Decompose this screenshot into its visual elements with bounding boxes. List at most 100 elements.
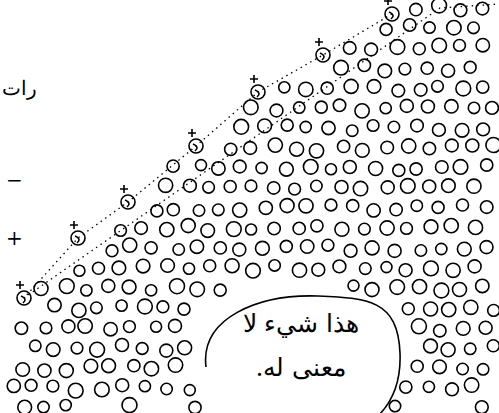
particle [311, 180, 322, 191]
particle [30, 340, 41, 351]
particle [38, 364, 51, 377]
particle [301, 240, 314, 253]
particle [269, 260, 280, 271]
particle [59, 364, 73, 378]
particle [333, 99, 345, 111]
particle [122, 398, 137, 413]
particle [178, 303, 190, 315]
particle [401, 223, 413, 235]
particle [385, 7, 399, 21]
particle [367, 204, 380, 217]
particle [365, 241, 379, 255]
particle [280, 199, 294, 213]
particle [259, 201, 272, 214]
particle [355, 104, 369, 118]
particle [173, 244, 184, 255]
particle [256, 162, 267, 173]
particle [62, 320, 75, 333]
particle [299, 82, 313, 96]
charged-particle [315, 38, 330, 62]
particle [477, 364, 488, 375]
plus-sign [120, 185, 128, 193]
charged-particle [384, 0, 399, 21]
particle [389, 400, 400, 411]
particle [446, 263, 460, 277]
particle [189, 401, 201, 413]
plus-sign [250, 75, 258, 83]
particle [480, 241, 493, 254]
particle [116, 379, 129, 392]
particle [25, 379, 37, 391]
particle [138, 299, 153, 314]
particle [447, 21, 461, 35]
particle [358, 59, 370, 71]
plus-sign [315, 38, 323, 46]
particle [59, 279, 74, 294]
particle [343, 161, 356, 174]
particle [234, 119, 249, 134]
particle [381, 262, 392, 273]
particle [184, 385, 195, 396]
particle [334, 60, 349, 75]
particle [424, 261, 439, 276]
particle [322, 121, 335, 134]
particle [347, 125, 358, 136]
particle [367, 80, 381, 94]
particle [193, 205, 204, 216]
particle [446, 383, 459, 396]
particle [347, 200, 359, 212]
particle [71, 231, 85, 245]
particle [392, 84, 405, 97]
particle [300, 121, 311, 132]
crescent [125, 200, 129, 207]
particle [233, 243, 246, 256]
particle [161, 383, 172, 394]
particle [436, 161, 449, 174]
particle [380, 221, 394, 235]
particle [40, 322, 52, 334]
particle [268, 182, 280, 194]
charged-particle [16, 281, 31, 305]
particle [432, 81, 444, 93]
charged-particle [250, 75, 265, 99]
particle [477, 81, 489, 93]
particle [128, 360, 140, 372]
particle [414, 84, 427, 97]
particle [214, 242, 226, 254]
particle [90, 342, 105, 357]
particle [246, 224, 257, 235]
particle [381, 181, 394, 194]
particle [432, 38, 447, 53]
particle [246, 263, 261, 278]
particle [411, 119, 424, 132]
particle [335, 181, 348, 194]
particle [445, 139, 458, 152]
particle [388, 244, 401, 257]
particle [393, 164, 405, 176]
particle [453, 283, 467, 297]
particle [326, 164, 337, 175]
particle [167, 204, 179, 216]
particle [178, 341, 192, 355]
particle [81, 285, 92, 296]
particle [15, 322, 27, 334]
side-label: رات [2, 76, 37, 100]
particle [453, 160, 468, 175]
particle [487, 340, 499, 352]
particle [454, 40, 466, 52]
particle [466, 139, 479, 152]
particle [359, 223, 371, 235]
side-label: − [6, 168, 23, 192]
particle [476, 2, 489, 15]
particle [365, 283, 379, 297]
particle [436, 243, 447, 254]
particle [196, 160, 207, 171]
particle [268, 222, 280, 234]
particle [181, 219, 195, 233]
particle [270, 104, 283, 117]
crescent [255, 90, 259, 97]
particle [167, 160, 179, 172]
particle [411, 200, 422, 211]
particle [411, 360, 423, 372]
particle [464, 300, 478, 314]
